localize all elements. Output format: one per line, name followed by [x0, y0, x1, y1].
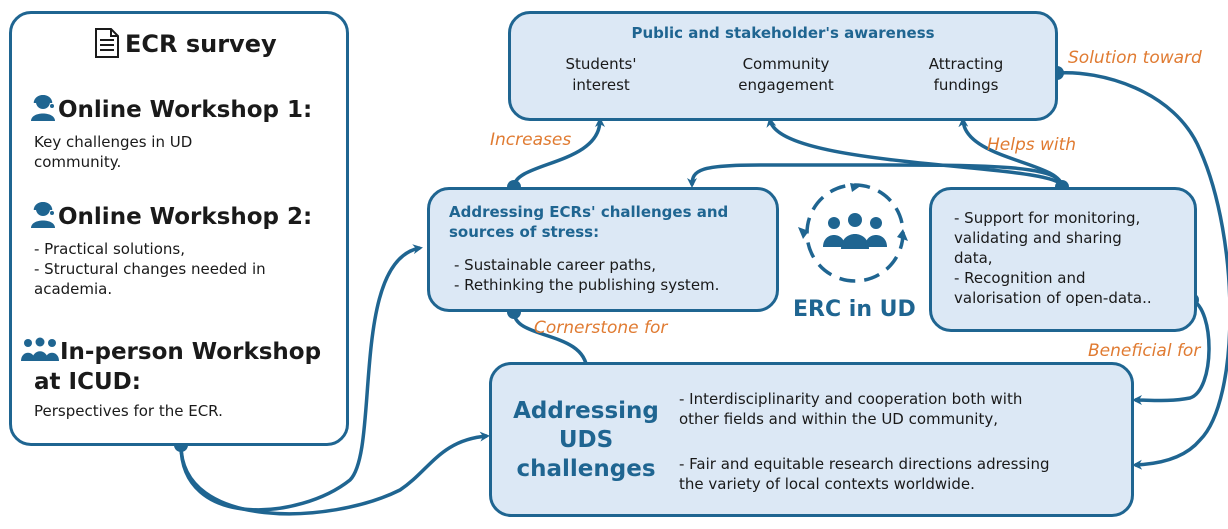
- document-icon: [95, 28, 119, 62]
- workshop2-line2: - Structural changes needed in: [34, 260, 266, 278]
- ecr-box-title-line2: sources of stress:: [449, 223, 600, 241]
- link-survey-uds: [179, 431, 490, 516]
- link-beneficial-for: [1132, 298, 1211, 406]
- ecr-box-title-line1: Addressing ECRs' challenges and: [449, 203, 729, 221]
- headset-person-icon: [28, 92, 58, 126]
- link-increases: [512, 117, 605, 188]
- uds-p1-line2: other fields and within the UD community…: [679, 410, 998, 428]
- uds-p2-line2: the variety of local contexts worldwide.: [679, 475, 975, 493]
- workshop3-title-line2: at ICUD:: [34, 369, 141, 395]
- workshop3-title-line1: In-person Workshop: [60, 339, 322, 365]
- uds-p1-line1: - Interdisciplinarity and cooperation bo…: [679, 390, 1023, 408]
- uds-p2-line1: - Fair and equitable research directions…: [679, 455, 1050, 473]
- uds-title: Addressing UDS challenges: [513, 398, 659, 482]
- center-label: ERC in UD: [793, 297, 916, 322]
- survey-title: ECR survey: [125, 30, 277, 58]
- label-cornerstone-for: Cornerstone for: [534, 318, 668, 338]
- link-helps-fundings: [958, 117, 1064, 188]
- workshop2-line3: academia.: [34, 280, 113, 298]
- uds-challenges-box: Addressing UDS challenges - Interdiscipl…: [489, 362, 1134, 517]
- ecr-survey-box: ECR survey Online Workshop 1: Key challe…: [9, 11, 349, 446]
- awareness-title: Public and stakeholder's awareness: [631, 24, 935, 42]
- label-beneficial-for: Beneficial for: [1088, 341, 1201, 361]
- link-survey-ecr: [179, 244, 423, 512]
- workshop1-title: Online Workshop 1:: [58, 97, 313, 123]
- link-helps-community: [766, 117, 1064, 188]
- workshop1-line1: Key challenges in UD: [34, 133, 193, 151]
- label-solution-toward: Solution toward: [1068, 48, 1202, 68]
- ecr-box-item1: - Sustainable career paths,: [454, 256, 657, 274]
- awareness-box: Public and stakeholder's awareness Stude…: [508, 11, 1058, 121]
- workshop2-title: Online Workshop 2:: [58, 204, 313, 230]
- support-box: - Support for monitoring, validating and…: [929, 187, 1197, 332]
- team-cycle-icon: [790, 175, 920, 299]
- awareness-item: Students'interest: [565, 55, 637, 94]
- label-helps-with: Helps with: [987, 135, 1077, 155]
- group-icon: [20, 337, 60, 367]
- link-cornerstone-for: [512, 311, 592, 373]
- ecr-challenges-box: Addressing ECRs' challenges and sources …: [427, 187, 779, 312]
- workshop2-line1: - Practical solutions,: [34, 240, 185, 258]
- support-text: - Support for monitoring, validating and…: [954, 209, 1152, 307]
- workshop3-line1: Perspectives for the ECR.: [34, 402, 223, 420]
- workshop1-line2: community.: [34, 153, 122, 171]
- label-increases: Increases: [490, 130, 572, 150]
- ecr-box-item2: - Rethinking the publishing system.: [454, 276, 720, 294]
- headset-person-icon: [28, 199, 58, 233]
